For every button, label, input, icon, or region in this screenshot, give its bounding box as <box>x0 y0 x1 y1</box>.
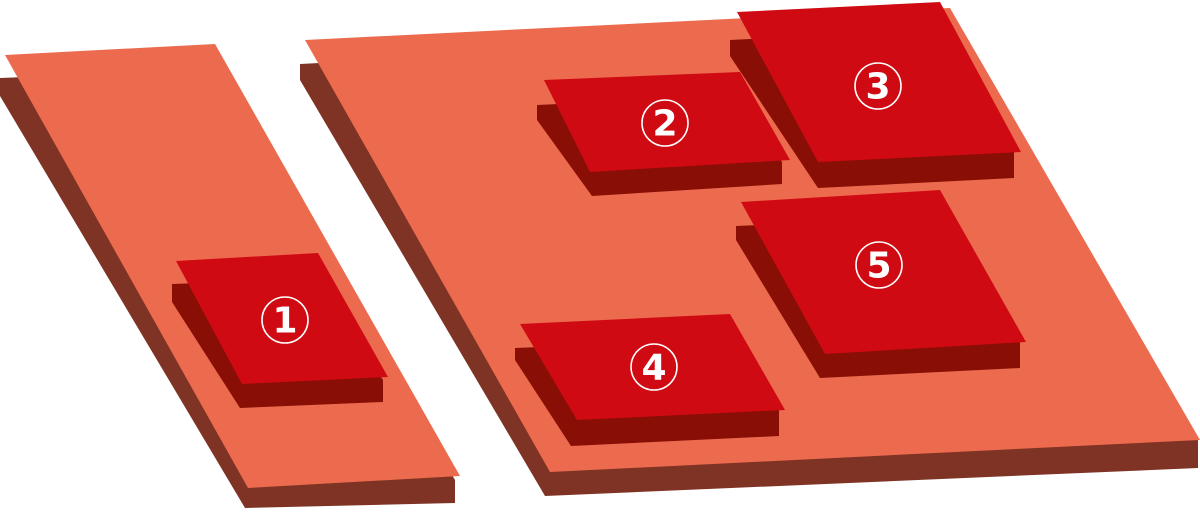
zone-2-label-ring <box>641 99 689 147</box>
zone-4-top <box>520 314 785 420</box>
zone-3[interactable]: 3 <box>730 2 1021 188</box>
zone-4-label: 4 <box>641 348 666 389</box>
zone-5-label-ring <box>855 241 903 289</box>
zone-1-label-ring <box>261 296 309 344</box>
zone-1-top <box>176 253 388 384</box>
zone-5-label: 5 <box>866 246 891 287</box>
zone-2[interactable]: 2 <box>537 72 790 196</box>
zone-2-label: 2 <box>652 104 677 145</box>
zone-3-label: 3 <box>865 67 890 108</box>
zone-2-top <box>544 72 790 172</box>
zone-3-label-ring <box>854 62 902 110</box>
zone-5[interactable]: 5 <box>736 190 1026 378</box>
zone-3-top <box>737 2 1021 162</box>
zone-4-label-ring <box>630 343 678 391</box>
zone-1-label: 1 <box>272 301 297 342</box>
zone-1[interactable]: 1 <box>172 253 388 408</box>
zone-5-top <box>741 190 1026 354</box>
zone-4[interactable]: 4 <box>515 314 785 446</box>
